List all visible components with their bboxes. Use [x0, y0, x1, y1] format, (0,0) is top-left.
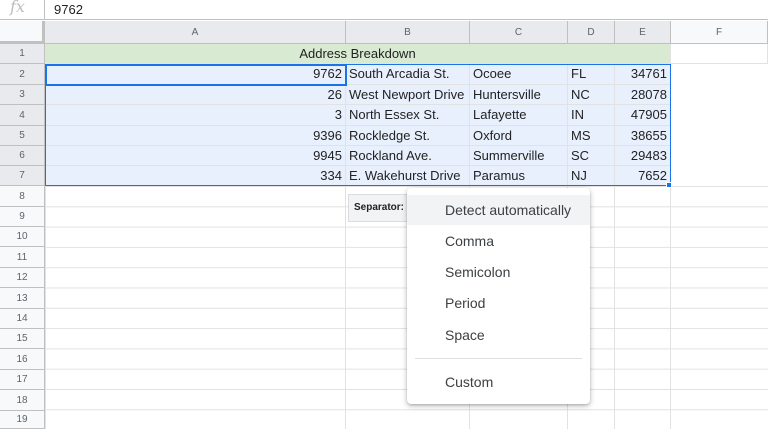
- column-header-a[interactable]: A: [45, 21, 346, 44]
- formula-bar-divider: [44, 0, 45, 20]
- menu-item-semicolon[interactable]: Semicolon: [407, 257, 590, 287]
- cell-zip[interactable]: 47905: [615, 105, 671, 126]
- row-header[interactable]: 2: [0, 64, 45, 85]
- cell-zip[interactable]: 38655: [615, 126, 671, 146]
- col-line: [345, 186, 346, 429]
- column-header-c[interactable]: C: [470, 21, 568, 44]
- cell[interactable]: [671, 44, 768, 64]
- cell-state[interactable]: IN: [568, 105, 615, 126]
- row-header[interactable]: 1: [0, 44, 45, 64]
- row-header[interactable]: 5: [0, 126, 45, 146]
- row-header[interactable]: 7: [0, 166, 45, 186]
- cell-city[interactable]: Lafayette: [470, 105, 568, 126]
- cell-house-number[interactable]: 334: [45, 166, 346, 186]
- row-header[interactable]: 14: [0, 309, 45, 329]
- col-line: [614, 186, 615, 429]
- cell-city[interactable]: Paramus: [470, 166, 568, 186]
- column-header-b[interactable]: B: [346, 21, 470, 44]
- cell-city[interactable]: Huntersville: [470, 85, 568, 105]
- cell-house-number[interactable]: 26: [45, 85, 346, 105]
- column-header-e[interactable]: E: [615, 21, 671, 44]
- menu-item-comma[interactable]: Comma: [407, 226, 590, 256]
- cell-house-number[interactable]: 9396: [45, 126, 346, 146]
- cell-city[interactable]: Ocoee: [470, 64, 568, 85]
- row-header[interactable]: 13: [0, 288, 45, 309]
- menu-item-period[interactable]: Period: [407, 288, 590, 318]
- cell-street[interactable]: South Arcadia St.: [346, 64, 470, 85]
- row-header[interactable]: 6: [0, 146, 45, 166]
- col-line: [670, 186, 671, 429]
- column-header-f[interactable]: F: [671, 21, 768, 44]
- menu-item-custom[interactable]: Custom: [407, 367, 590, 397]
- formula-bar: fx 9762: [0, 0, 768, 20]
- select-all-corner[interactable]: [0, 21, 45, 44]
- cell-state[interactable]: SC: [568, 146, 615, 166]
- row-header[interactable]: 16: [0, 349, 45, 370]
- row-header[interactable]: 12: [0, 268, 45, 288]
- cell-street[interactable]: E. Wakehurst Drive: [346, 166, 470, 186]
- cell-state[interactable]: NC: [568, 85, 615, 105]
- column-header-d[interactable]: D: [568, 21, 615, 44]
- menu-divider: [415, 358, 582, 359]
- row-header[interactable]: 3: [0, 85, 45, 105]
- row-header[interactable]: 10: [0, 227, 45, 247]
- row-header[interactable]: 15: [0, 329, 45, 349]
- cell-zip[interactable]: 7652: [615, 166, 671, 186]
- cell-zip[interactable]: 28078: [615, 85, 671, 105]
- cell-zip[interactable]: 34761: [615, 64, 671, 85]
- cell-state[interactable]: NJ: [568, 166, 615, 186]
- menu-item-space[interactable]: Space: [407, 320, 590, 350]
- cell-street[interactable]: Rockledge St.: [346, 126, 470, 146]
- cell-zip[interactable]: 29483: [615, 146, 671, 166]
- cell-city[interactable]: Oxford: [470, 126, 568, 146]
- cell-street[interactable]: Rockland Ave.: [346, 146, 470, 166]
- row-header[interactable]: 17: [0, 370, 45, 390]
- cell-house-number[interactable]: 9945: [45, 146, 346, 166]
- row-header[interactable]: 11: [0, 247, 45, 268]
- row-header[interactable]: 19: [0, 411, 45, 429]
- row-header[interactable]: 4: [0, 105, 45, 126]
- cell-state[interactable]: MS: [568, 126, 615, 146]
- separator-chip[interactable]: Separator:: [348, 194, 408, 222]
- cell-street[interactable]: West Newport Drive: [346, 85, 470, 105]
- active-cell-outline: [45, 64, 347, 86]
- cell-street[interactable]: North Essex St.: [346, 105, 470, 126]
- cell-state[interactable]: FL: [568, 64, 615, 85]
- fx-icon: fx: [10, 0, 34, 19]
- formula-input[interactable]: 9762: [54, 1, 83, 18]
- separator-dropdown-menu: Detect automatically Comma Semicolon Per…: [407, 188, 590, 404]
- cell-city[interactable]: Summerville: [470, 146, 568, 166]
- cell-house-number[interactable]: 3: [45, 105, 346, 126]
- fill-handle[interactable]: [666, 182, 672, 188]
- row-header[interactable]: 18: [0, 390, 45, 411]
- sheet-title-cell[interactable]: Address Breakdown: [45, 44, 671, 64]
- row-header[interactable]: 9: [0, 207, 45, 227]
- menu-item-detect-automatically[interactable]: Detect automatically: [407, 195, 590, 225]
- row-header[interactable]: 8: [0, 186, 45, 207]
